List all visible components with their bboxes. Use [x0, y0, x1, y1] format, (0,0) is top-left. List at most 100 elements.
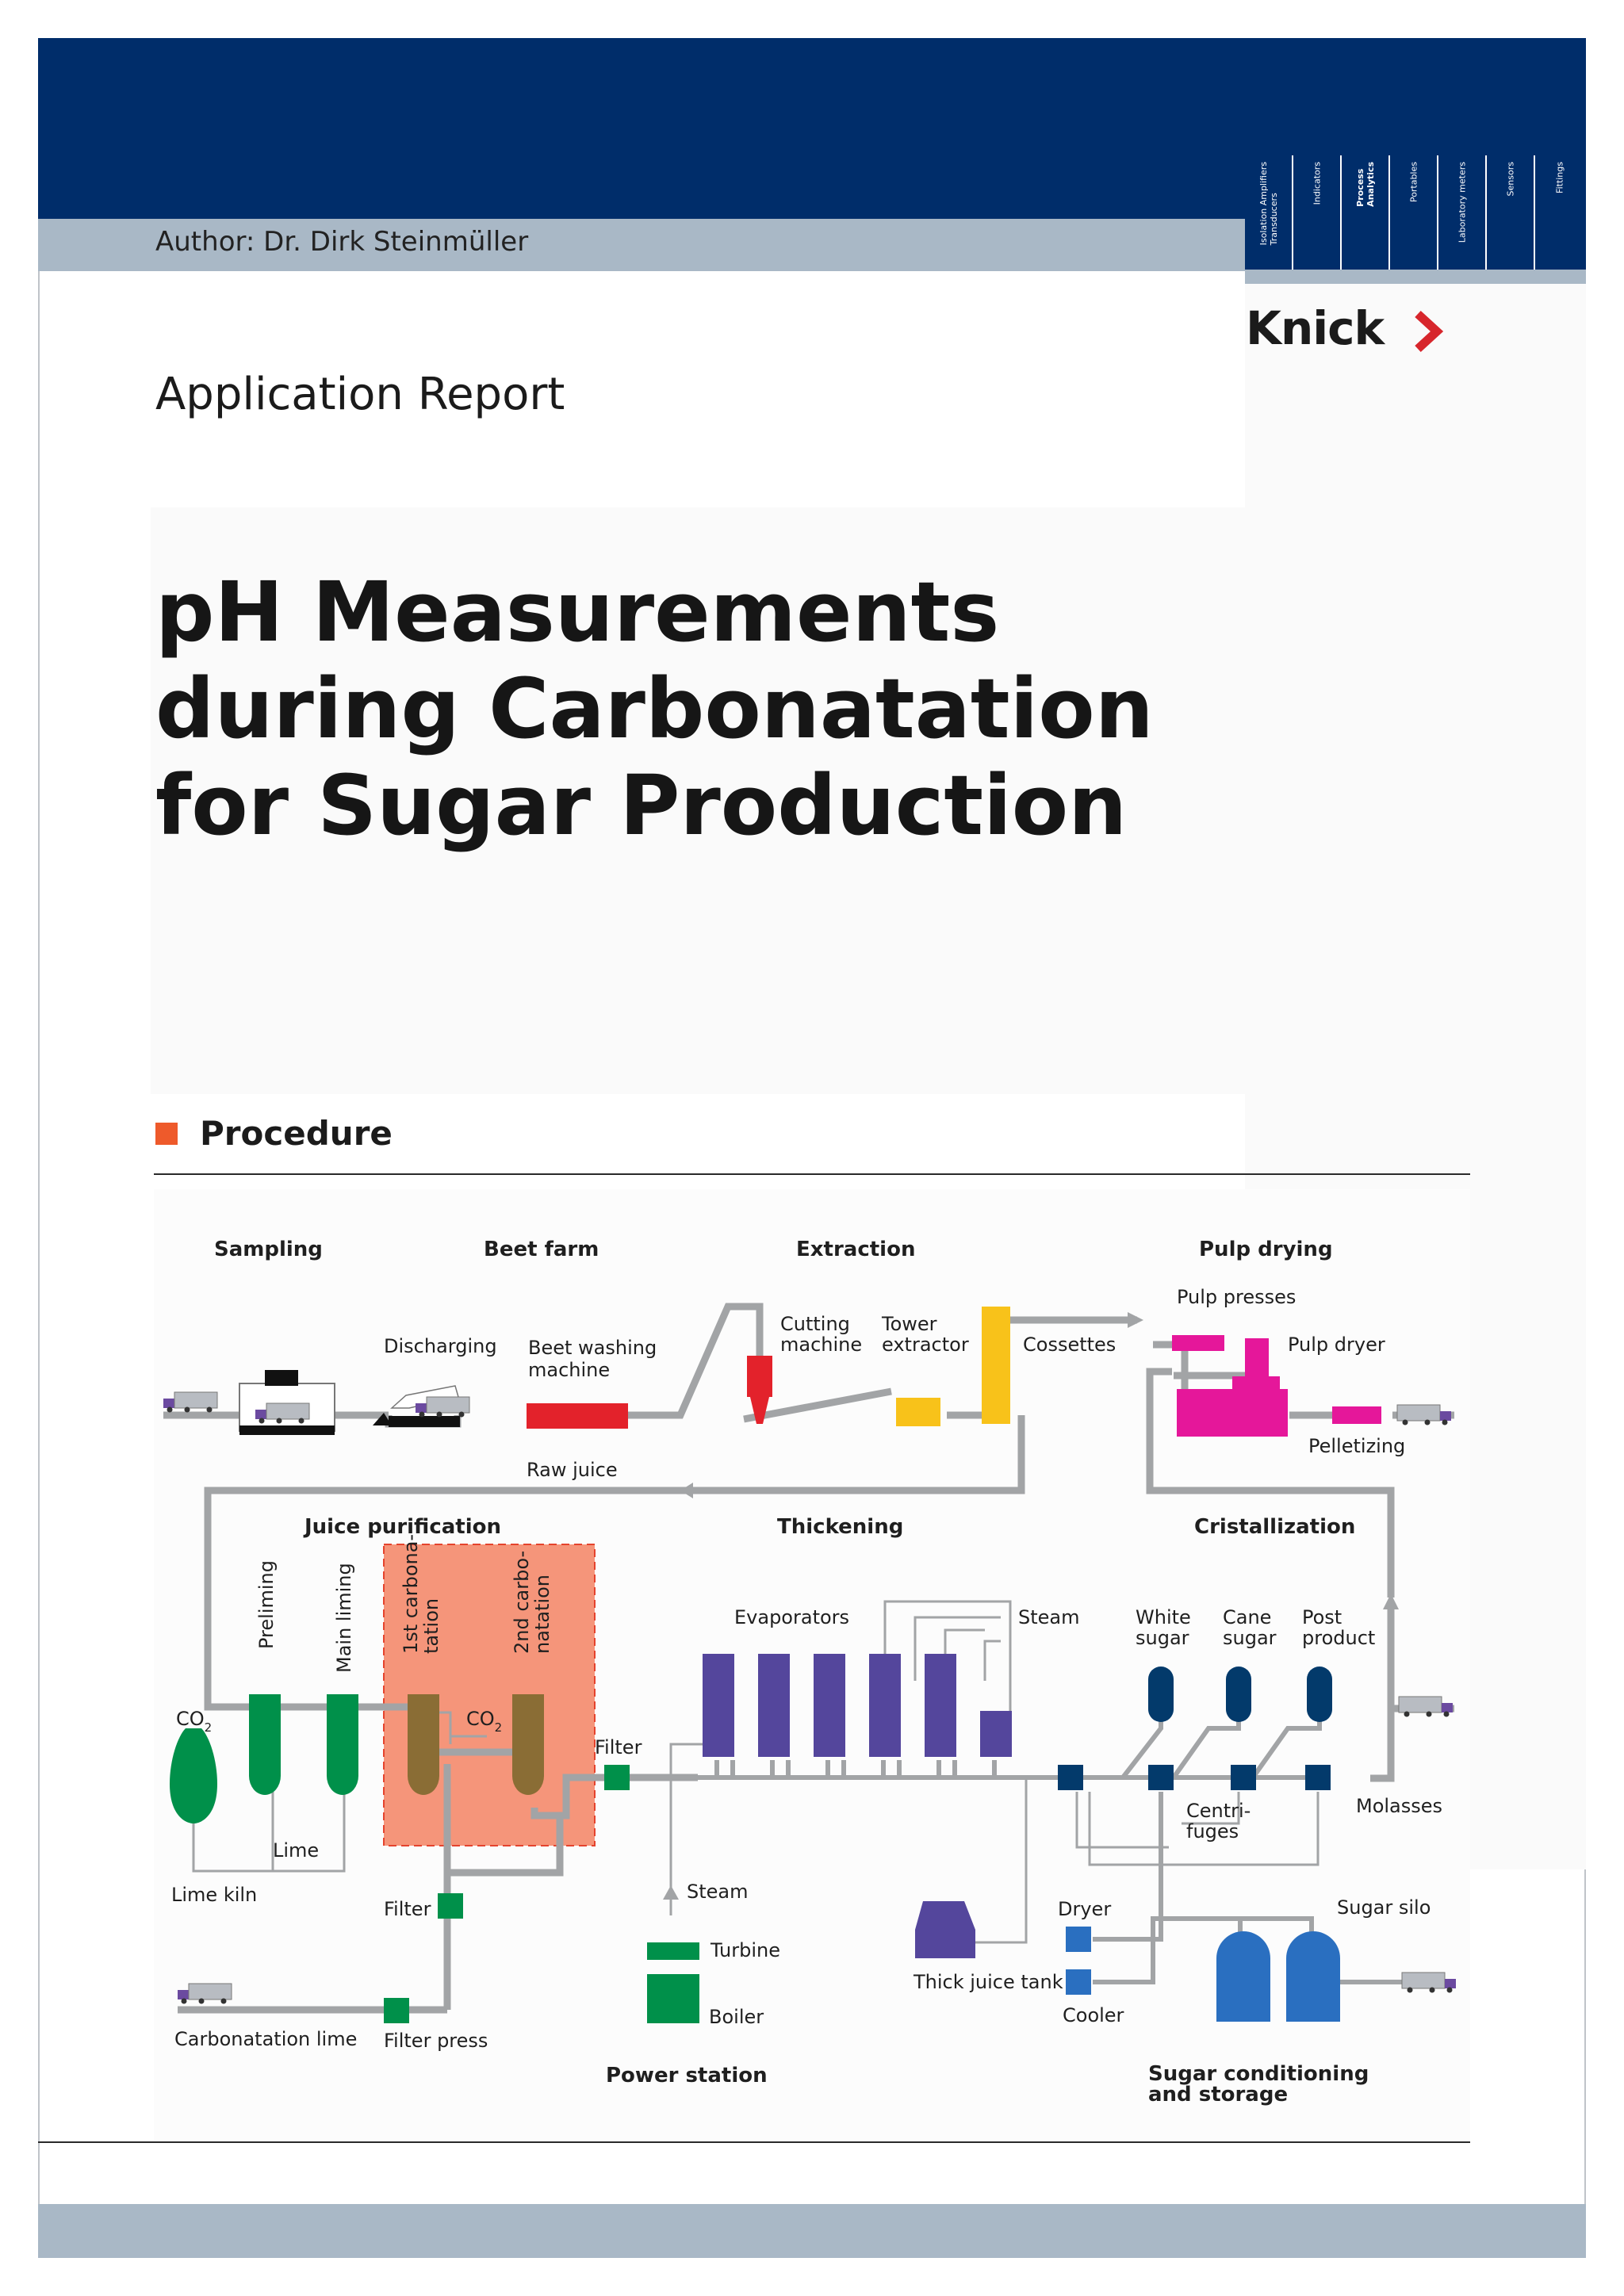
evaporator-3 [814, 1654, 845, 1757]
label-discharging: Discharging [384, 1335, 497, 1357]
filter-unit-lower [438, 1893, 463, 1919]
label-lime-kiln: Lime kiln [171, 1884, 257, 1906]
label-cane-sugar-1: Cane [1223, 1606, 1271, 1628]
label-cooler: Cooler [1063, 2004, 1124, 2026]
sugar-dryer [1066, 1927, 1091, 1952]
centrifuge-1 [1148, 1765, 1174, 1790]
label-post-product-2: product [1302, 1627, 1375, 1649]
first-carbonatation-vessel [408, 1694, 439, 1795]
section-beet-farm: Beet farm [484, 1238, 599, 1261]
cane-sugar-crystallizer [1226, 1667, 1251, 1722]
section-extraction: Extraction [796, 1238, 915, 1261]
label-tower-1: Tower [881, 1313, 937, 1335]
tab-process-analytics[interactable]: Process Analytics [1342, 155, 1390, 270]
label-centrifuges-2: fuges [1186, 1820, 1239, 1843]
label-sugar-silo: Sugar silo [1337, 1896, 1431, 1919]
truck-icon [1398, 1696, 1454, 1717]
label-evaporators: Evaporators [734, 1606, 849, 1628]
truck-icon [1401, 1972, 1457, 1993]
tab-fittings[interactable]: Fittings [1554, 162, 1565, 193]
tab-isolation-amplifiers[interactable]: Isolation Amplifiers Transducers [1245, 155, 1293, 270]
tab-indicators[interactable]: Indicators [1293, 155, 1342, 270]
boiler [647, 1974, 699, 2023]
label-pulp-presses: Pulp presses [1177, 1286, 1296, 1308]
author-line: Author: Dr. Dirk Steinmüller [155, 226, 529, 258]
label-filter-lower: Filter [384, 1898, 431, 1920]
section-power-station: Power station [606, 2064, 768, 2087]
label-dryer: Dryer [1058, 1898, 1111, 1920]
sugar-silo-1 [1216, 1931, 1270, 2022]
beet-washing-machine [527, 1403, 628, 1429]
label-pelletizing: Pelletizing [1308, 1435, 1405, 1457]
page-title-line-3: for Sugar Production [155, 757, 1128, 854]
label-white-sugar-1: White [1136, 1606, 1191, 1628]
label-second-carb-2: natation [531, 1575, 553, 1654]
filter-press [384, 1998, 409, 2023]
centrifuge-2 [1231, 1765, 1256, 1790]
label-co2: CO2 [466, 1708, 502, 1735]
label-boiler: Boiler [709, 2006, 764, 2028]
section-bullet [155, 1123, 178, 1145]
white-sugar-crystallizer [1148, 1667, 1174, 1722]
label-filter-press: Filter press [384, 2030, 488, 2052]
label-raw-juice: Raw juice [527, 1459, 618, 1481]
evaporator-1 [703, 1654, 734, 1757]
label-cutting-2: machine [780, 1334, 862, 1356]
evaporator-5 [925, 1654, 956, 1757]
filter-unit [604, 1765, 630, 1790]
label-carbonatation-lime: Carbonatation lime [174, 2028, 357, 2050]
evaporator-6 [980, 1711, 1012, 1757]
centrifuge-3 [1305, 1765, 1331, 1790]
section-sugar-conditioning-2: and storage [1148, 2083, 1288, 2107]
label-thick-juice-tank: Thick juice tank [913, 1971, 1063, 1993]
chevron-right-icon [1415, 310, 1443, 353]
label-lime: Lime [273, 1839, 319, 1862]
label-cane-sugar-2: sugar [1223, 1627, 1277, 1649]
truck-icon [163, 1391, 218, 1413]
bottom-rule [38, 2141, 1470, 2143]
label-co2-kiln: CO2 [176, 1708, 212, 1735]
truck-icon [1396, 1404, 1452, 1425]
tabs-underline [1245, 270, 1586, 284]
label-turbine: Turbine [710, 1939, 780, 1961]
author-band [38, 219, 1245, 271]
label-white-sugar-2: sugar [1136, 1627, 1189, 1649]
tab-sensors[interactable]: Sensors [1487, 155, 1535, 270]
truck-icon [177, 1983, 232, 2004]
evaporator-pipes [638, 1760, 1066, 1780]
title-background [151, 507, 1245, 1094]
pelletizer [1332, 1406, 1381, 1424]
process-flow-diagram: Sampling Beet farm Extraction Pulp dryin… [163, 1238, 1457, 2107]
label-main-liming: Main liming [333, 1563, 355, 1673]
section-thickening: Thickening [777, 1515, 903, 1539]
section-juice-purification: Juice purification [303, 1515, 501, 1539]
label-filter: Filter [595, 1736, 642, 1758]
discharging-ramp [373, 1413, 392, 1425]
label-centrifuges-1: Centri- [1186, 1800, 1251, 1822]
second-carbonatation-vessel [512, 1694, 544, 1795]
sugar-silo-2 [1286, 1931, 1340, 2022]
label-tower-2: extractor [882, 1334, 969, 1356]
label-beet-washing-1: Beet washing [528, 1337, 657, 1359]
section-heading: Procedure [200, 1114, 393, 1153]
post-product-crystallizer [1307, 1667, 1332, 1722]
label-first-carb-1: 1st carbona- [400, 1534, 422, 1654]
report-type: Application Report [155, 369, 565, 420]
sugar-cooler [1066, 1969, 1091, 1995]
tab-portables[interactable]: Portables [1390, 155, 1438, 270]
product-category-tabs: Isolation Amplifiers Transducers Indicat… [1245, 155, 1586, 284]
cutting-machine [747, 1356, 772, 1397]
mixer-unit [1058, 1765, 1083, 1790]
molasses-arrow-icon [1383, 1594, 1399, 1609]
cossettes-arrow-icon [1128, 1312, 1143, 1328]
section-rule [154, 1173, 1470, 1175]
section-sampling: Sampling [214, 1238, 323, 1261]
tower-extractor [982, 1307, 1010, 1424]
tab-laboratory-meters[interactable]: Laboratory meters [1438, 155, 1487, 270]
label-second-carb-1: 2nd carbo- [511, 1551, 533, 1654]
footer-bar [38, 2204, 1586, 2258]
section-pulp-drying: Pulp drying [1199, 1238, 1333, 1261]
evaporator-4 [869, 1654, 901, 1757]
turbine [647, 1942, 699, 1960]
label-cutting-1: Cutting [780, 1313, 850, 1335]
